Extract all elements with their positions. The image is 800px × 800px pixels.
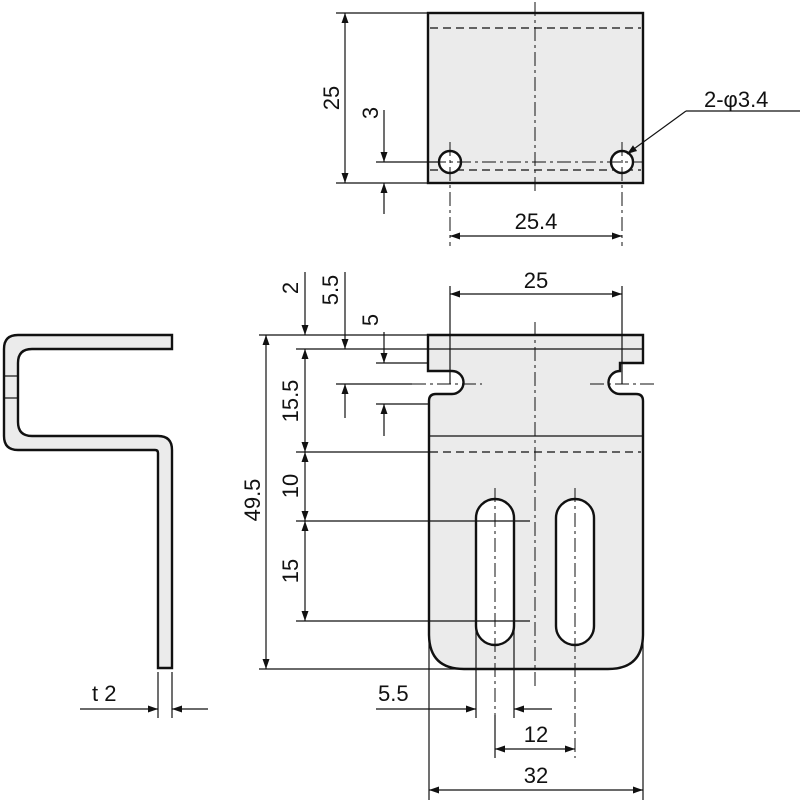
side-view: t 2 [2,333,208,718]
upper-section-dimension: 15.5 [278,380,303,423]
side-profile [2,333,174,670]
slot-width-dimension: 5 [358,314,383,326]
slot-length-dimension: 15 [278,559,303,583]
hole-leader [626,110,687,155]
top-width-dimension: 25 [524,268,548,293]
hole-offset-dimension: 3 [358,107,383,119]
slot-pitch-dimension: 12 [524,722,548,747]
hole-spec-label: 2-φ3.4 [704,87,768,112]
top-lip-dimension: 2 [278,282,303,294]
gap-dimension: 10 [278,474,303,498]
top-view: 25 3 2-φ3.4 25.4 [319,2,800,246]
total-width-dimension: 32 [524,763,548,788]
front-view: 49.5 2 15.5 10 15 5.5 5 25 5.5 [240,268,658,800]
total-height-dimension: 49.5 [240,479,265,522]
hole-pitch-dimension: 25.4 [515,209,558,234]
slot-center-dimension: 5.5 [318,275,343,306]
slot-width-bottom-dimension: 5.5 [378,681,409,706]
thickness-dimension: t 2 [92,681,116,706]
top-height-dimension: 25 [319,86,344,110]
